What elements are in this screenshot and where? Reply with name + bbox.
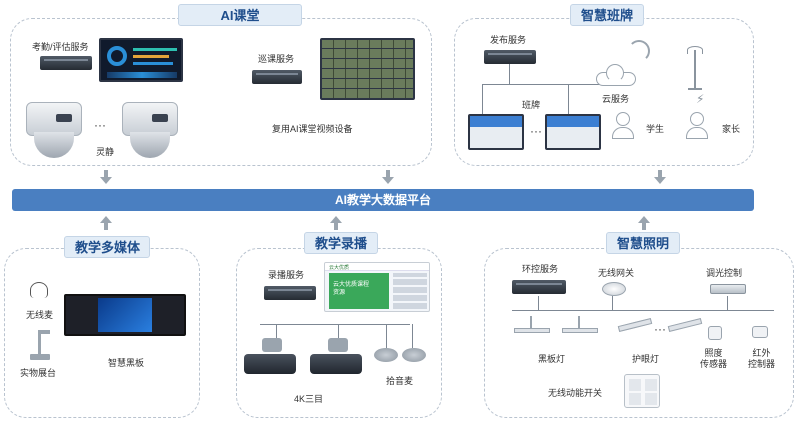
recording-server-icon — [264, 286, 316, 300]
blackboard-lamp-icon — [562, 316, 598, 336]
screen-text: 云大优质课程资源 — [333, 282, 370, 296]
attendance-service-label: 考勤/评估服务 — [32, 42, 89, 52]
wireless-switch-label: 无线动能开关 — [548, 388, 603, 398]
blackboard-lamp-icon — [514, 316, 550, 336]
camera-4k-label: 4K三目 — [294, 394, 324, 404]
parent-label: 家长 — [722, 124, 741, 134]
ai-camera-icon — [122, 102, 178, 160]
wifi-icon — [628, 40, 650, 62]
recording-title: 教学录播 — [304, 232, 378, 254]
smart-blackboard-label: 智慧黑板 — [108, 358, 145, 368]
multimedia-title: 教学多媒体 — [64, 236, 150, 258]
4k-camera-icon — [308, 338, 364, 378]
publish-service-label: 发布服务 — [490, 35, 527, 45]
analytics-dashboard-screen — [99, 38, 183, 82]
patrol-service-label: 巡课服务 — [258, 54, 295, 64]
visualizer-icon — [28, 330, 52, 360]
headset-mic-icon — [30, 282, 48, 298]
class-board-label: 班牌 — [522, 100, 541, 110]
ir-controller-icon — [752, 326, 768, 338]
camera-label: 灵静 — [96, 147, 115, 157]
blackboard-light-label: 黑板灯 — [538, 354, 566, 364]
course-resource-screen: 云大优质 云大优质课程资源 — [324, 262, 430, 312]
ai-data-platform-bar: AI教学大数据平台 — [12, 189, 754, 211]
eye-light-label: 护眼灯 — [632, 354, 660, 364]
pickup-mic-label: 拾音麦 — [386, 376, 414, 386]
dimmer-label: 调光控制 — [706, 268, 743, 278]
wireless-gateway-label: 无线网关 — [598, 268, 635, 278]
parent-icon — [686, 112, 708, 140]
lamp-ellipsis: ··· — [654, 322, 666, 336]
illuminance-sensor-label: 照度 传感器 — [700, 348, 728, 369]
smart-board-title: 智慧班牌 — [570, 4, 644, 26]
control-server-icon — [512, 280, 566, 294]
attendance-server-icon — [40, 56, 92, 70]
visualizer-label: 实物展台 — [20, 368, 57, 378]
ai-classroom-title: AI课堂 — [178, 4, 302, 26]
wireless-mic-label: 无线麦 — [26, 310, 54, 320]
pickup-mic-icon — [402, 348, 426, 362]
recording-service-label: 录播服务 — [268, 270, 305, 280]
illuminance-sensor-icon — [708, 326, 722, 340]
lighting-title: 智慧照明 — [606, 232, 680, 254]
pie-icon — [107, 46, 127, 66]
gateway-icon — [602, 282, 626, 296]
board-ellipsis: ··· — [530, 124, 542, 138]
student-icon — [612, 112, 634, 140]
pickup-mic-icon — [374, 348, 398, 362]
4k-camera-icon — [242, 338, 298, 378]
control-service-label: 环控服务 — [522, 264, 559, 274]
student-label: 学生 — [646, 124, 665, 134]
signal-tower-icon — [684, 46, 706, 92]
publish-server-icon — [484, 50, 536, 64]
patrol-server-icon — [252, 70, 302, 84]
video-wall-screen — [320, 38, 415, 100]
screen-brand: 云大优质 — [329, 265, 350, 271]
ir-controller-label: 红外 控制器 — [748, 348, 776, 369]
lightning-icon: ⚡ — [696, 92, 705, 106]
dimmer-icon — [710, 284, 746, 294]
class-board-screen — [468, 114, 524, 150]
ai-camera-icon — [26, 102, 82, 160]
reuse-video-label: 复用AI课堂视频设备 — [272, 124, 353, 134]
class-board-screen — [545, 114, 601, 150]
wireless-switch-icon — [624, 374, 660, 408]
camera-ellipsis: ··· — [94, 118, 106, 132]
smart-blackboard-screen — [64, 294, 186, 336]
cloud-icon — [596, 64, 636, 86]
cloud-service-label: 云服务 — [602, 94, 630, 104]
